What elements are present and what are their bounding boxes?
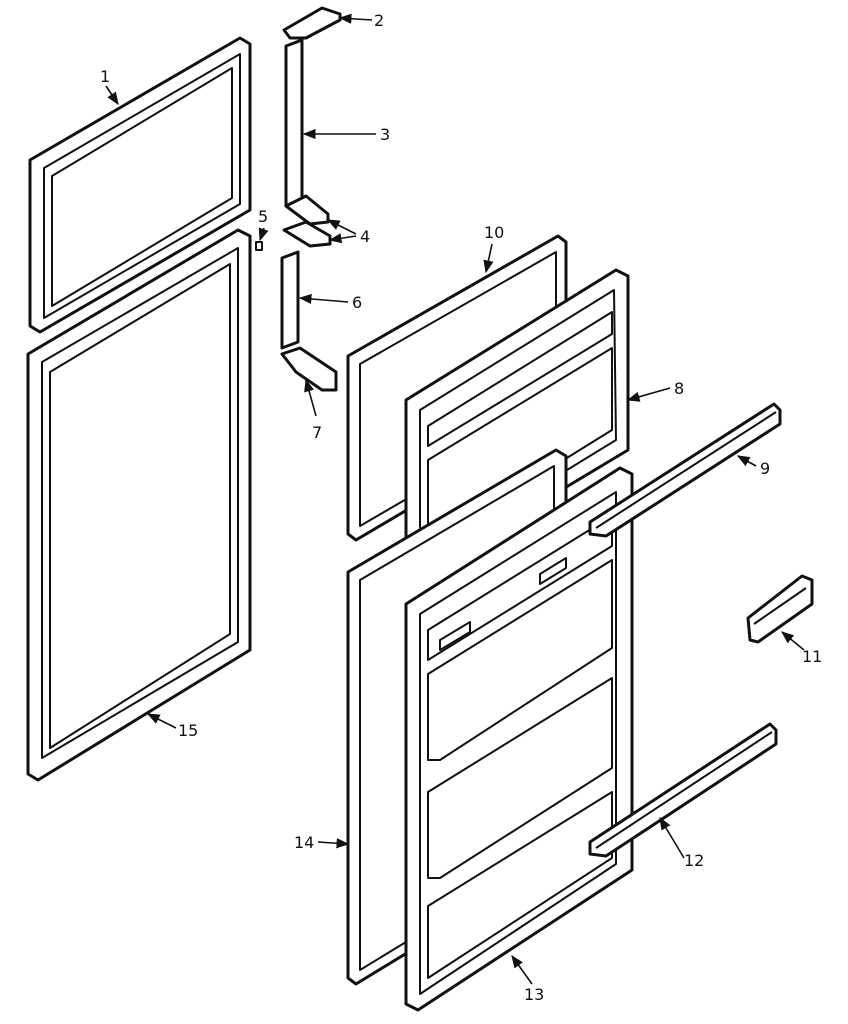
part-9-freezer-shelf-rail [588, 402, 782, 538]
part-labels: 1 2 3 4 5 6 7 8 9 10 11 12 13 14 15 [100, 11, 822, 1004]
label-part-14: 14 [294, 833, 314, 852]
part-6-lower-handle-trim [280, 250, 300, 350]
label-part-13: 13 [524, 985, 544, 1004]
part-7-bottom-hinge-bracket [280, 346, 338, 392]
label-part-6: 6 [352, 293, 362, 312]
label-part-7: 7 [312, 423, 322, 442]
label-part-2: 2 [374, 11, 384, 30]
part-1-freezer-gasket [28, 36, 252, 334]
part-4-center-hinge-plates [282, 194, 332, 248]
label-part-12: 12 [684, 851, 704, 870]
leader-lines [105, 13, 805, 985]
part-13-fresh-food-door-liner [404, 466, 634, 1012]
label-part-9: 9 [760, 459, 770, 478]
label-part-4: 4 [360, 227, 370, 246]
part-2-hinge-cap [282, 6, 342, 40]
part-11-butter-bracket [746, 574, 814, 644]
part-15-fresh-food-gasket [26, 228, 252, 782]
part-12-fresh-food-shelf-rail [588, 722, 778, 858]
label-part-15: 15 [178, 721, 198, 740]
label-part-11: 11 [802, 647, 822, 666]
label-part-8: 8 [674, 379, 684, 398]
label-part-1: 1 [100, 67, 110, 86]
part-5-plug [255, 241, 263, 251]
part-3-upper-handle-trim [284, 38, 304, 208]
label-part-5: 5 [258, 207, 268, 226]
label-part-3: 3 [380, 125, 390, 144]
label-part-10: 10 [484, 223, 504, 242]
